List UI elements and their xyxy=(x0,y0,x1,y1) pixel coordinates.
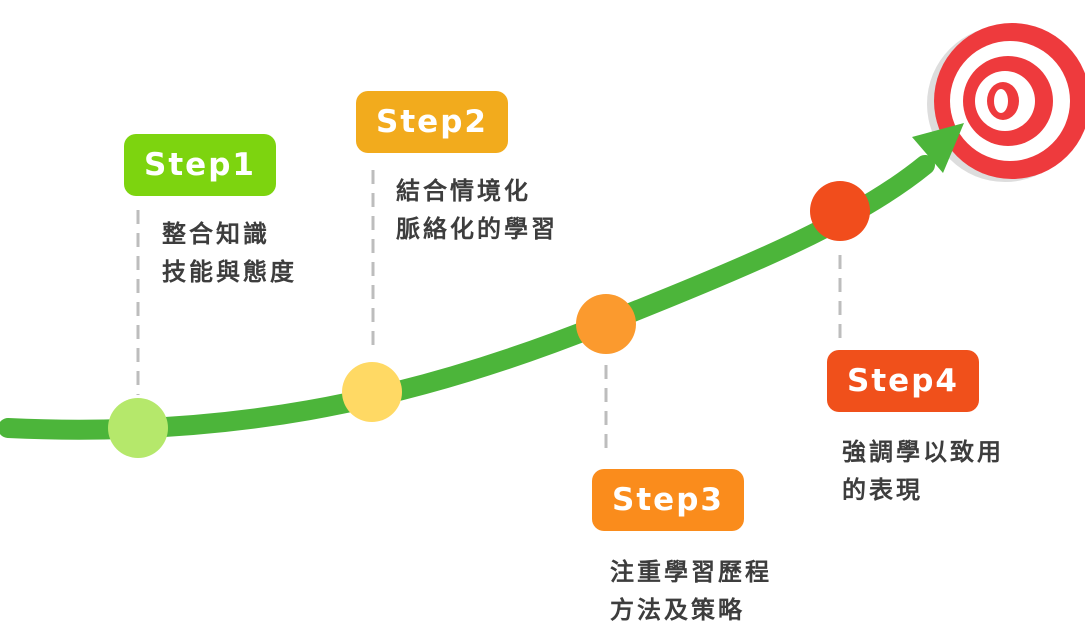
target-icon xyxy=(927,23,1085,182)
step1-line2: 技能與態度 xyxy=(162,258,297,286)
step4-description: 強調學以致用 的表現 xyxy=(842,433,1004,509)
step3-badge: Step3 xyxy=(592,469,744,531)
step2-dot xyxy=(342,362,402,422)
step2-line1: 結合情境化 xyxy=(396,177,531,205)
step3-line2: 方法及策略 xyxy=(610,596,745,624)
step3-line1: 注重學習歷程 xyxy=(610,558,772,586)
step1-description: 整合知識 技能與態度 xyxy=(162,215,297,291)
step1-dot xyxy=(108,398,168,458)
step2-line2: 脈絡化的學習 xyxy=(396,215,558,243)
step1-badge: Step1 xyxy=(124,134,276,196)
step4-line2: 的表現 xyxy=(842,476,923,504)
step2-description: 結合情境化 脈絡化的學習 xyxy=(396,172,558,248)
step4-line1: 強調學以致用 xyxy=(842,438,1004,466)
step3-description: 注重學習歷程 方法及策略 xyxy=(610,553,772,629)
step2-badge: Step2 xyxy=(356,91,508,153)
step4-dot xyxy=(810,181,870,241)
step4-badge: Step4 xyxy=(827,350,979,412)
arrow-head xyxy=(912,123,964,173)
step1-line1: 整合知識 xyxy=(162,220,270,248)
step3-dot xyxy=(576,294,636,354)
